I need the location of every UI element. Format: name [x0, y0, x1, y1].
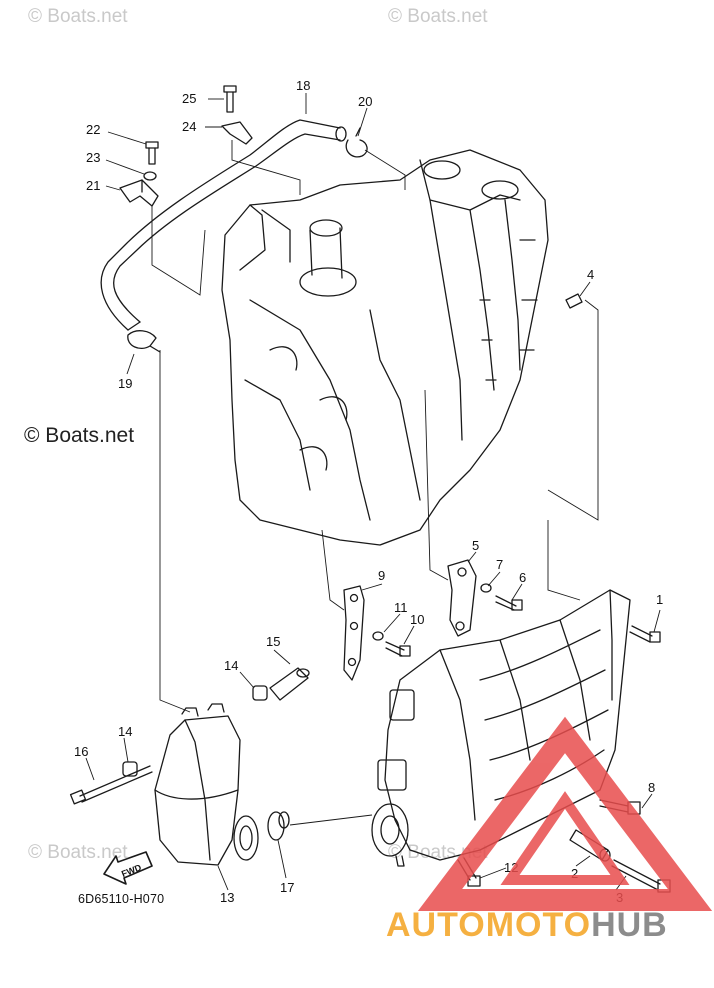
bracket-9-drawing [343, 585, 365, 681]
bolt-16-drawing [69, 765, 153, 805]
bolt-6-drawing [495, 595, 523, 611]
watermark-top-left: © Boats.net [28, 6, 128, 27]
engine-block-drawing [221, 149, 549, 546]
callout-14-lower: 14 [118, 724, 132, 739]
brand-text-part1: AUTOMOTO [386, 906, 592, 944]
callout-1: 1 [656, 592, 663, 607]
bracket-5-drawing [447, 559, 477, 637]
callout-22: 22 [86, 122, 100, 137]
bolt-25-drawing [223, 85, 237, 113]
dowel-4-drawing [565, 293, 583, 309]
brand-text-part2: HUB [591, 906, 668, 944]
clamp-20-drawing [345, 127, 368, 158]
callout-15: 15 [266, 634, 280, 649]
bracket-24-drawing [221, 121, 253, 145]
callout-24: 24 [182, 119, 196, 134]
callout-13: 13 [220, 890, 234, 905]
washer-7-drawing [480, 583, 492, 593]
callout-10: 10 [410, 612, 424, 627]
callout-6: 6 [519, 570, 526, 585]
collar-14-lower-drawing [122, 761, 138, 777]
clamp-17-drawing [267, 811, 290, 841]
fwd-arrow-icon [103, 851, 153, 885]
callout-17: 17 [280, 880, 294, 895]
callout-23: 23 [86, 150, 100, 165]
callout-16: 16 [74, 744, 88, 759]
callout-25: 25 [182, 91, 196, 106]
diagram-code: 6D65110-H070 [78, 892, 165, 906]
silencer-13-drawing [154, 703, 259, 866]
callout-19: 19 [118, 376, 132, 391]
callout-2: 2 [571, 866, 578, 881]
watermark-middle-left: © Boats.net [24, 424, 135, 447]
callout-18: 18 [296, 78, 310, 93]
callout-8: 8 [648, 780, 655, 795]
callout-7: 7 [496, 557, 503, 572]
brand-logo-text: AUTOMOTOHUB [386, 906, 668, 945]
callout-20: 20 [358, 94, 372, 109]
bracket-21-drawing [119, 179, 159, 207]
washer-23-drawing [143, 171, 157, 181]
bolt-22-drawing [145, 141, 159, 165]
callout-9: 9 [378, 568, 385, 583]
washer-11-drawing [372, 631, 384, 641]
logo-triangle-icon [417, 716, 713, 911]
clamp-19-drawing [127, 330, 161, 353]
watermark-bottom-left: © Boats.net [28, 842, 128, 863]
hose-18-drawing [100, 119, 347, 331]
bolt-1-drawing [629, 625, 661, 643]
callout-21: 21 [86, 178, 100, 193]
collar-14-upper-drawing [252, 685, 268, 701]
pipe-15-drawing [269, 667, 310, 701]
callout-11: 11 [394, 600, 408, 615]
watermark-top-center: © Boats.net [388, 6, 488, 27]
callout-5: 5 [472, 538, 479, 553]
bolt-10-drawing [385, 641, 411, 657]
callout-4: 4 [587, 267, 594, 282]
callout-14-upper: 14 [224, 658, 238, 673]
